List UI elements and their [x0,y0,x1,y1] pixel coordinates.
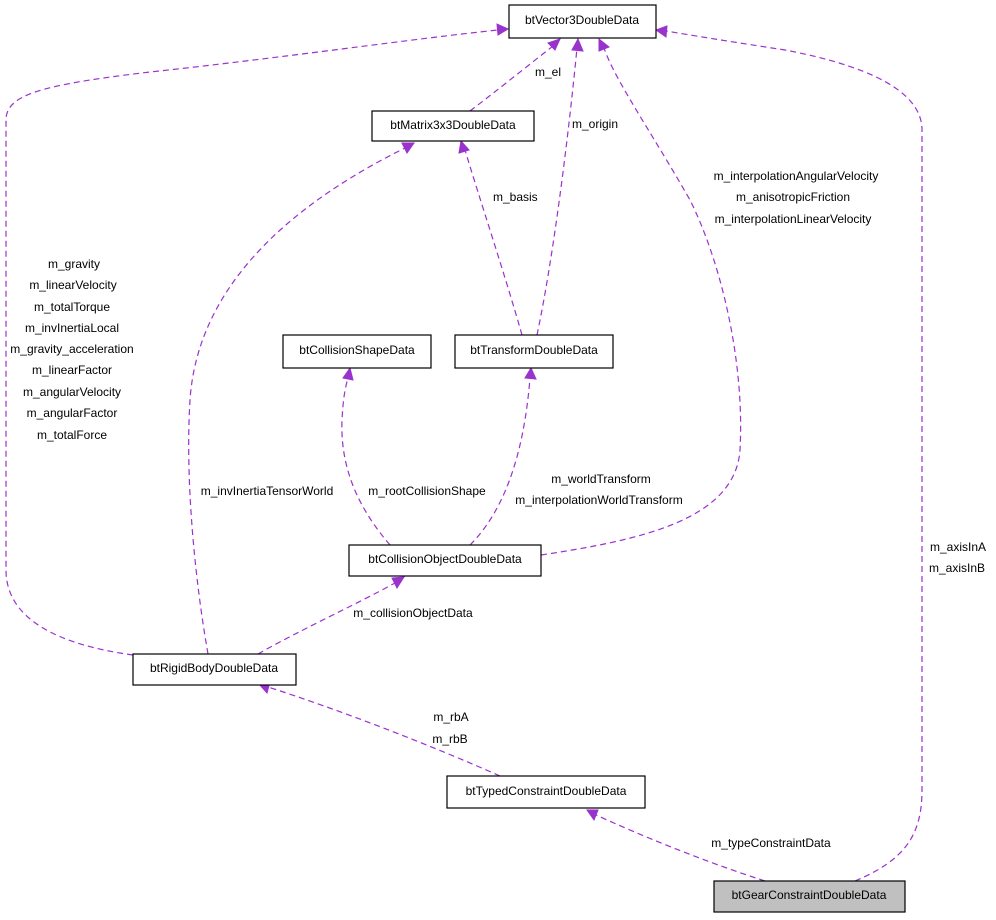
label-rb-a: m_rbA [433,710,468,724]
edge-gear-to-vector3 [665,30,923,882]
label-root-shape: m_rootCollisionShape [368,484,486,498]
arrow-head [496,23,510,36]
edge-collision-object-to-transform [469,377,531,546]
node-label: btMatrix3x3DoubleData [390,118,516,132]
label-m-el: m_el [535,65,561,79]
edge-transform-to-matrix [464,149,523,336]
label-rb-vector-8: m_totalForce [37,428,107,442]
node-label: btCollisionShapeData [299,343,415,357]
arrow-head [458,139,470,154]
arrow-head [598,37,610,52]
label-inv-inertia: m_invInertiaTensorWorld [201,484,334,498]
edge-rigid-body-to-matrix [188,147,406,655]
node-transform[interactable]: btTransformDoubleData [454,334,614,369]
node-label: btTypedConstraintDoubleData [466,784,627,798]
label-rb-vector-1: m_linearVelocity [29,278,116,292]
label-co-transform-1: m_interpolationWorldTransform [515,493,682,507]
edge-matrix-to-vector3 [469,45,554,112]
label-rb-vector-3: m_invInertiaLocal [25,321,119,335]
node-label: btTransformDoubleData [470,343,598,357]
label-rb-vector-4: m_gravity_acceleration [10,342,133,356]
label-rb-vector-0: m_gravity [48,257,100,271]
node-label: btCollisionObjectDoubleData [368,552,522,566]
label-rb-vector-7: m_angularFactor [27,406,118,420]
label-axis-in-b: m_axisInB [929,561,985,575]
edge-rigid-body-to-vector3 [5,29,499,656]
label-co-vector-2: m_interpolationLinearVelocity [715,212,872,226]
arrow-head [547,38,561,51]
node-matrix3x3[interactable]: btMatrix3x3DoubleData [371,110,535,142]
node-label: btRigidBodyDoubleData [150,661,278,675]
edges [5,23,923,882]
label-collision-object-data: m_collisionObjectData [353,606,473,620]
node-label: btVector3DoubleData [525,13,639,27]
label-rb-vector-2: m_totalTorque [34,300,110,314]
label-co-vector-1: m_anisotropicFriction [736,190,850,204]
arrow-head [401,142,415,154]
arrow-head [391,576,405,590]
node-collision-shape[interactable]: btCollisionShapeData [282,334,432,369]
label-rb-vector-6: m_angularVelocity [23,385,121,399]
edge-typed-constraint-to-rigid-body [267,686,501,777]
label-m-origin: m_origin [572,117,618,131]
arrow-head [571,37,584,52]
node-gear-constraint[interactable]: btGearConstraintDoubleData [713,880,906,913]
label-co-transform-0: m_worldTransform [551,472,651,486]
label-rb-vector-5: m_linearFactor [32,363,112,377]
node-label: btGearConstraintDoubleData [732,888,887,902]
arrow-head [654,25,668,38]
edge-gear-to-typed-constraint [595,814,766,882]
label-axis-in-a: m_axisInA [930,540,986,554]
node-vector3[interactable]: btVector3DoubleData [508,4,657,39]
node-rigid-body[interactable]: btRigidBodyDoubleData [132,653,297,686]
edge-collision-object-to-shape [341,377,391,546]
label-co-vector-0: m_interpolationAngularVelocity [714,169,879,183]
edge-collision-object-to-vector3 [540,47,742,556]
arrow-head [524,366,537,380]
arrow-head [342,366,354,381]
node-collision-object[interactable]: btCollisionObjectDoubleData [348,544,542,577]
edge-labels: m_el m_origin m_basis m_interpolationAng… [10,65,986,850]
node-typed-constraint[interactable]: btTypedConstraintDoubleData [446,775,646,809]
label-m-basis: m_basis [493,190,538,204]
label-rb-b: m_rbB [432,732,467,746]
label-type-constraint: m_typeConstraintData [711,836,831,850]
arrow-head [586,809,599,822]
edge-transform-to-vector3 [536,47,578,336]
